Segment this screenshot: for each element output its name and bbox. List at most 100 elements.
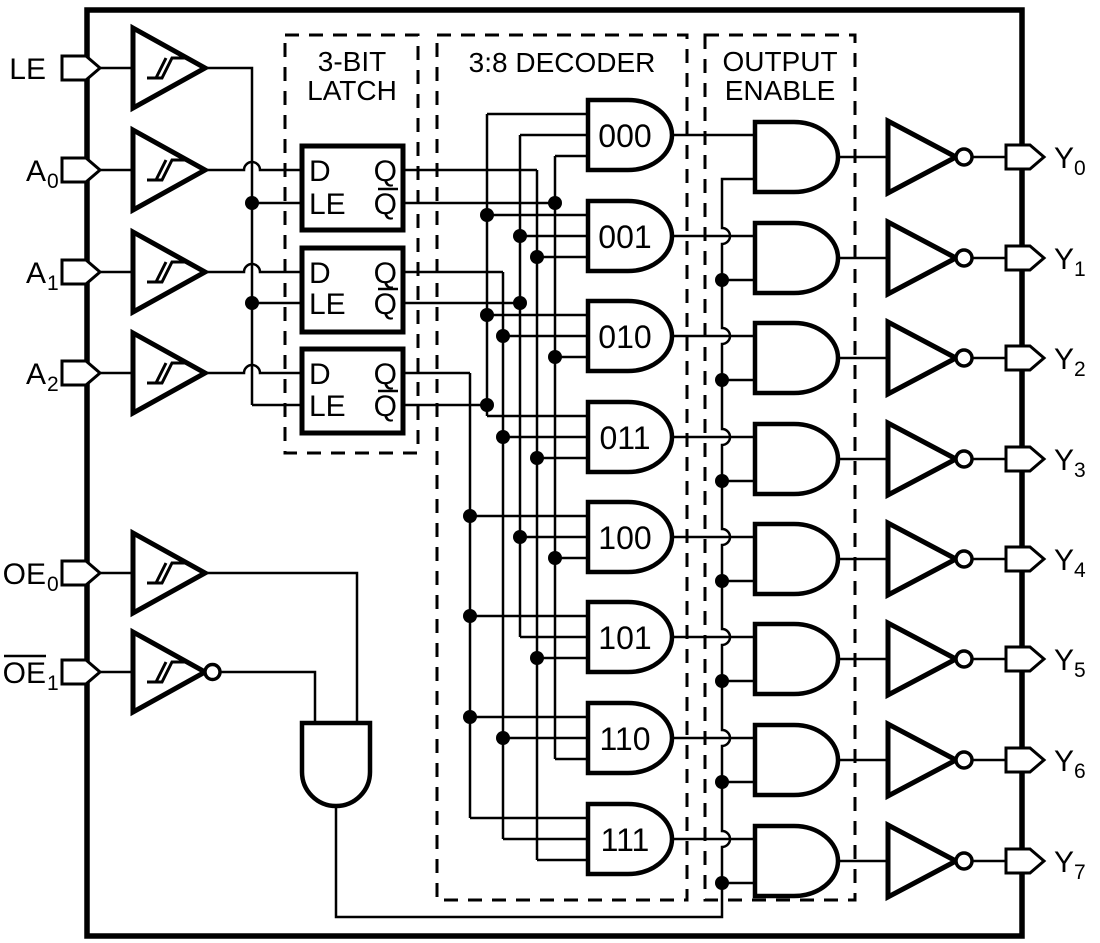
inversion-bubble <box>954 649 974 669</box>
junction-dot <box>715 674 729 688</box>
latch-port-le: LE <box>309 188 346 221</box>
hysteresis-icon <box>147 660 187 684</box>
latch-2 <box>299 245 406 335</box>
oe-and-gate-y3 <box>752 421 841 497</box>
output-inverter-y6 <box>885 719 962 801</box>
wire-oe0 <box>205 571 359 723</box>
input-pin-oe1 <box>60 658 103 686</box>
input-label-sub-a0: 0 <box>47 170 59 193</box>
junction-dot <box>463 710 477 724</box>
output-label-y2: Y <box>1054 343 1074 376</box>
gate-label-111: 111 <box>601 822 650 858</box>
junction-dot <box>480 308 494 322</box>
schmitt-buffer-oe0 <box>130 528 211 618</box>
output-pin-y5 <box>1004 645 1047 673</box>
junction-dot <box>245 296 259 310</box>
oe-and-gate-y1 <box>752 220 841 296</box>
oe-and-gate-y7 <box>752 823 841 899</box>
inversion-bubble <box>954 549 974 569</box>
junction-dot <box>715 574 729 588</box>
input-label-sub-oe0: 0 <box>47 573 59 596</box>
gate-label-011: 011 <box>599 420 650 456</box>
input-label-sub-a1: 1 <box>47 272 59 295</box>
hysteresis-icon <box>147 158 187 182</box>
latch-port-qbar: Q <box>374 188 397 221</box>
and-gate-011 <box>585 399 675 475</box>
junction-dot <box>463 509 477 523</box>
output-label-y0: Y <box>1054 142 1074 175</box>
input-label-a1: A <box>26 257 46 290</box>
junction-dot <box>715 876 729 890</box>
hysteresis-icon <box>147 361 187 385</box>
wire-le-rail <box>205 66 254 405</box>
junction-dot <box>715 775 729 789</box>
junction-dot <box>480 208 494 222</box>
gate-label-001: 001 <box>598 219 651 255</box>
components-layer <box>60 23 1047 902</box>
output-enable-block-box <box>703 33 857 902</box>
latch-port-d: D <box>309 257 331 290</box>
inversion-bubble <box>954 750 974 770</box>
schmitt-buffer-a1 <box>130 227 211 317</box>
oe-block-title-line2: ENABLE <box>725 75 836 106</box>
hysteresis-icon <box>147 260 187 284</box>
inversion-bubble <box>954 851 974 871</box>
schmitt-buffer-oe1 <box>130 627 211 717</box>
chip-outline <box>84 7 1025 939</box>
gate-label-101: 101 <box>598 620 651 656</box>
output-label-sub-y4: 4 <box>1074 559 1086 582</box>
latch-port-q: Q <box>374 257 397 290</box>
oe-block-title-line1: OUTPUT <box>722 46 837 77</box>
input-pin-a1 <box>60 258 103 286</box>
junction-dot <box>496 430 510 444</box>
and-gate-000 <box>585 97 675 173</box>
dots-layer <box>245 196 729 890</box>
junction-dot <box>530 451 544 465</box>
input-pin-le <box>60 54 103 82</box>
and-gate-100 <box>585 499 675 575</box>
gate-label-110: 110 <box>599 721 650 757</box>
inversion-bubble <box>954 449 974 469</box>
decoder-block-title: 3:8 DECODER <box>469 47 656 78</box>
and-gate-001 <box>585 198 675 274</box>
hysteresis-icon <box>147 561 187 585</box>
latch-port-le: LE <box>309 288 346 321</box>
output-inverter-y1 <box>885 217 962 299</box>
oe-and-gate-y5 <box>752 621 841 697</box>
decoder-block-box <box>435 33 689 902</box>
output-label-sub-y2: 2 <box>1074 358 1086 381</box>
wire-enable-rail <box>334 177 755 919</box>
latch-block-title-line2: LATCH <box>307 75 397 106</box>
latch-port-q: Q <box>374 155 397 188</box>
junction-dot <box>548 350 562 364</box>
latch-block-title-line1: 3-BIT <box>318 46 386 77</box>
input-pin-oe0 <box>60 559 103 587</box>
junction-dot <box>548 551 562 565</box>
wire-a2-to-latch <box>205 363 302 375</box>
inversion-bubble <box>954 248 974 268</box>
input-pin-a2 <box>60 359 103 387</box>
output-label-y7: Y <box>1054 846 1074 879</box>
junction-dot <box>530 651 544 665</box>
inversion-bubble <box>954 147 974 167</box>
output-label-sub-y1: 1 <box>1074 258 1086 281</box>
junction-dot <box>513 296 527 310</box>
and-gate-101 <box>585 599 675 675</box>
output-label-y6: Y <box>1054 745 1074 778</box>
and-gate-110 <box>585 700 675 776</box>
schmitt-buffer-le <box>130 23 211 113</box>
output-label-y5: Y <box>1054 644 1074 677</box>
and-gate-010 <box>585 298 675 374</box>
junction-dot <box>513 530 527 544</box>
schmitt-buffer-a2 <box>130 328 211 418</box>
oe-and-gate-y4 <box>752 521 841 597</box>
output-inverter-y2 <box>885 317 962 399</box>
input-label-le: LE <box>9 53 46 86</box>
wire-oe1 <box>220 670 317 723</box>
schmitt-buffer-a0 <box>130 125 211 215</box>
output-inverter-y5 <box>885 618 962 700</box>
latch-port-qbar: Q <box>374 288 397 321</box>
